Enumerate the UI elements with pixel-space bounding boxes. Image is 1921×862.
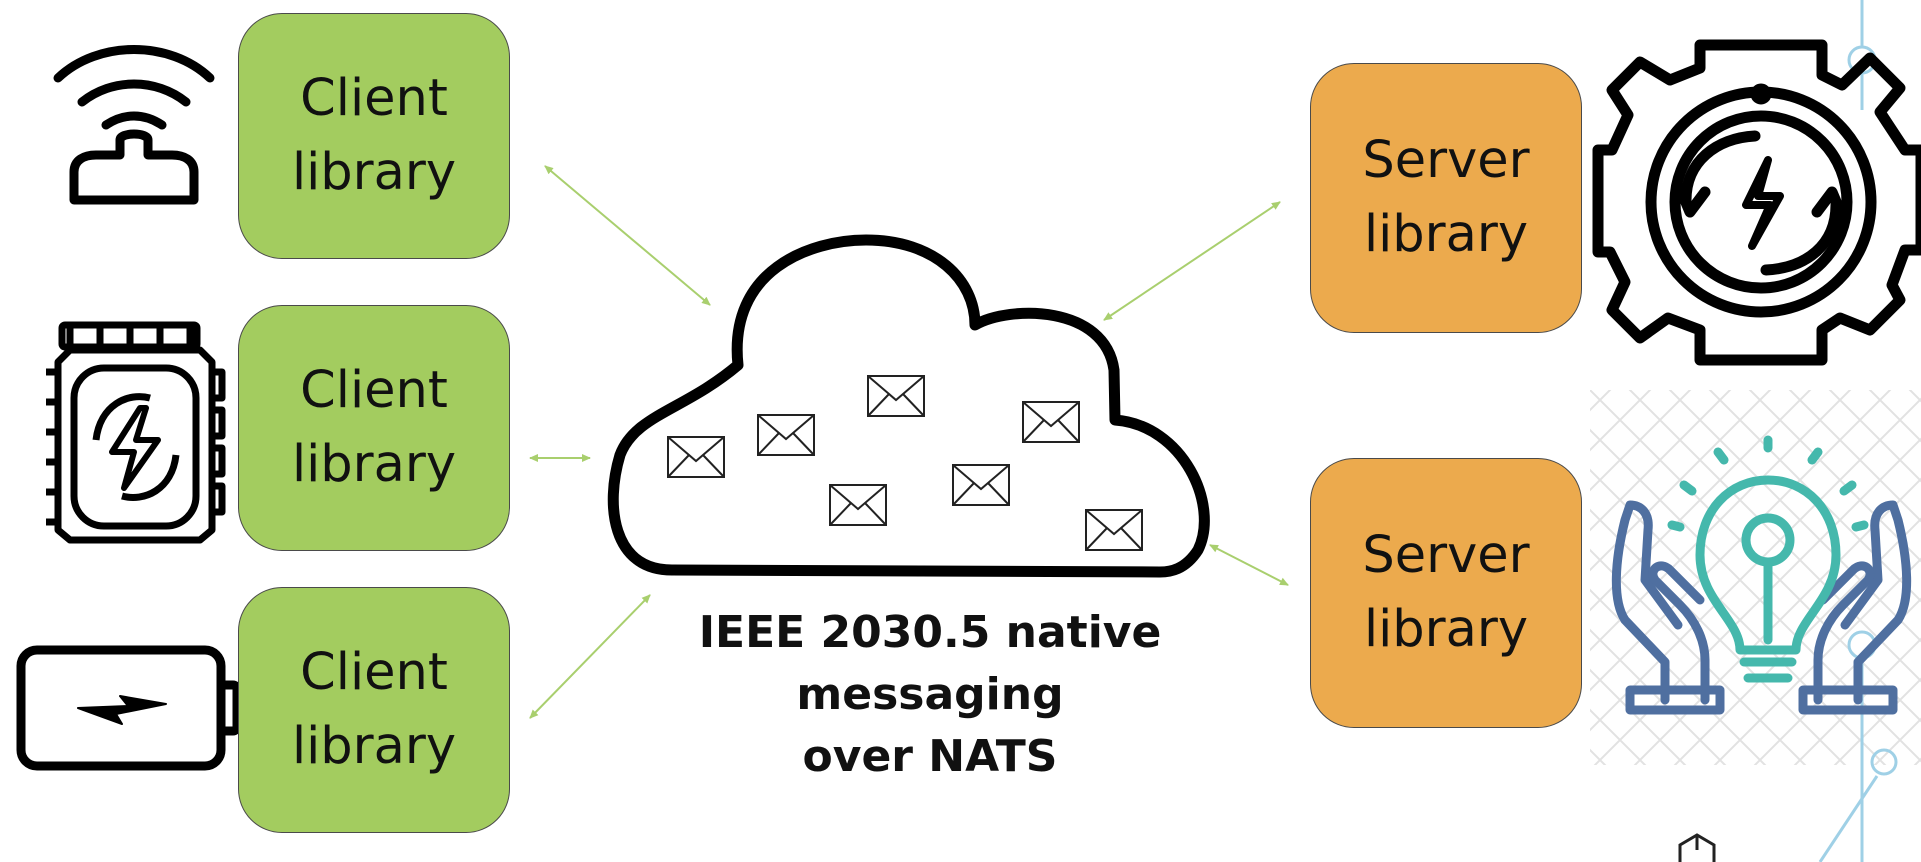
envelope-icon (757, 414, 815, 456)
arrow-client3-cloud (529, 594, 651, 719)
client-library-box: Client library (238, 587, 510, 833)
smart-meter-icon (46, 321, 226, 544)
envelope-icon (952, 464, 1010, 506)
client-library-box: Client library (238, 13, 510, 259)
client-library-label-line1: Client (300, 643, 448, 702)
client-library-label-line2: library (291, 717, 457, 776)
envelope-icon (829, 484, 887, 526)
server-library-box: Server library (1310, 63, 1582, 333)
caption-line1: IEEE 2030.5 native messaging (698, 607, 1162, 720)
server-library-label-line2: library (1363, 600, 1529, 659)
caption-line2: over NATS (802, 731, 1058, 782)
battery-icon (16, 645, 242, 771)
arrow-server1-cloud (1103, 201, 1281, 321)
server-library-label-line1: Server (1362, 526, 1530, 585)
envelope-icon (867, 375, 925, 417)
arrow-server2-cloud (1209, 544, 1289, 586)
server-library-label-line2: library (1363, 205, 1529, 264)
client-library-label-line1: Client (300, 69, 448, 128)
server-library-label-line1: Server (1362, 131, 1530, 190)
client-library-label-line2: library (291, 435, 457, 494)
gear-energy-icon (1592, 39, 1921, 366)
wifi-router-icon (53, 45, 215, 205)
client-library-label-line2: library (291, 143, 457, 202)
connector-arrows (529, 165, 1289, 719)
innovation-hands-bulb-icon (1611, 435, 1912, 715)
client-library-label-line1: Client (300, 361, 448, 420)
message-envelopes (667, 375, 1143, 551)
envelope-icon (1085, 509, 1143, 551)
client-library-box: Client library (238, 305, 510, 551)
server-library-box: Server library (1310, 458, 1582, 728)
arrow-client1-cloud (544, 165, 711, 306)
envelope-icon (667, 436, 725, 478)
envelope-icon (1022, 401, 1080, 443)
diagram-caption: IEEE 2030.5 native messaging over NATS (560, 602, 1300, 788)
